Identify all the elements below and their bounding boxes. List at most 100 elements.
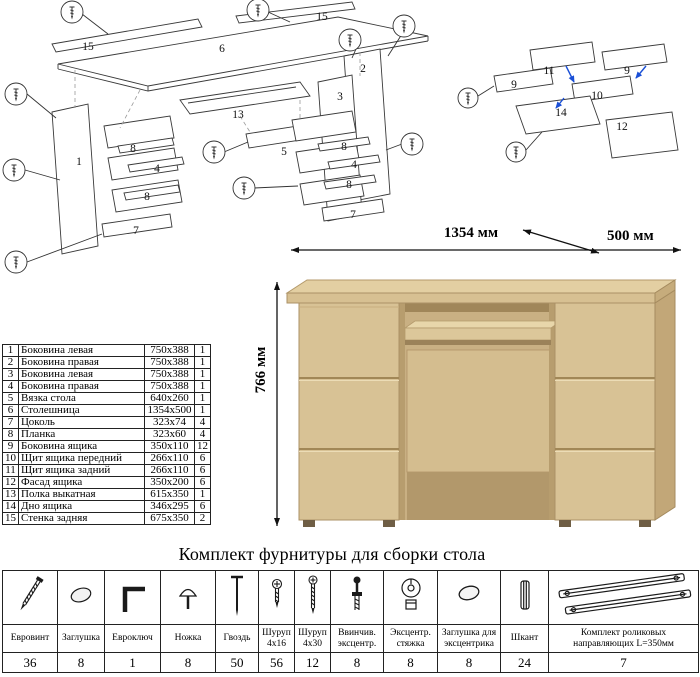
hardware-icon-cell [2,570,58,625]
part-number: 9 [2,440,19,453]
part-callout: 7 [350,209,356,221]
part-callout: 6 [219,43,225,55]
part-number: 14 [2,500,19,513]
part-name: Боковина ящика [18,440,145,453]
part-callout: 15 [316,11,328,23]
hardware-icon-cell [104,570,161,625]
part-number: 11 [2,464,19,477]
part-number: 10 [2,452,19,465]
hardware-qty: 50 [215,652,259,673]
parts-table-row: 7 Цоколь 323x74 4 [2,416,211,429]
hardware-name: Заглушка [57,624,105,653]
hardware-icon-cell [258,570,295,625]
assembly-diagram-main: 15 6 15 1 8 4 8 7 13 5 2 3 8 4 8 7 [2,0,429,274]
keyboard-tray [403,320,563,345]
parts-table-row: 8 Планка 323x60 4 [2,428,211,441]
part-callout: 10 [591,90,603,102]
cam-cap-icon [458,585,480,601]
part-number: 13 [2,488,19,501]
cam-stud-icon [352,576,362,610]
part-qty: 1 [194,356,211,369]
hardware-qty: 7 [548,652,699,673]
exploded-drawer-line-art [493,41,679,159]
part-qty: 1 [194,392,211,405]
part-number: 15 [2,512,19,525]
part-number: 7 [2,416,19,429]
hardware-detail-callouts [2,0,424,274]
part-callout: 8 [346,179,352,191]
part-qty: 1 [194,404,211,417]
screw-4x16-icon [271,578,282,608]
part-size: 750x388 [144,368,195,381]
part-size: 350x200 [144,476,195,489]
foot-icon [178,588,198,609]
part-name: Стенка задняя [18,512,145,525]
part-size: 350x110 [144,440,195,453]
part-callout: 2 [360,63,366,75]
confirmat-screw-icon [20,576,44,611]
parts-table-row: 6 Столешница 1354x500 1 [2,404,211,417]
part-qty: 4 [194,428,211,441]
main-diagram-part-numbers: 15 6 15 1 8 4 8 7 13 5 2 3 8 4 8 7 [76,11,366,237]
dimension-arrows [274,229,681,526]
part-name: Боковина левая [18,344,145,357]
part-name: Щит ящика передний [18,452,145,465]
parts-table-row: 4 Боковина правая 750x388 1 [2,380,211,393]
part-qty: 1 [194,488,211,501]
part-size: 640x260 [144,392,195,405]
part-name: Боковина правая [18,380,145,393]
part-name: Боковина правая [18,356,145,369]
hardware-qty: 8 [437,652,501,673]
dimension-labels: 1354 мм 500 мм 766 мм [255,225,654,393]
part-name: Фасад ящика [18,476,145,489]
part-qty: 1 [194,344,211,357]
part-callout: 9 [511,79,517,91]
hardware-icon-cell [215,570,259,625]
part-callout: 8 [130,143,136,155]
part-qty: 12 [194,440,211,453]
hardware-name: Эксцентр. стяжка [383,624,438,653]
hardware-icon-cell [330,570,384,625]
hardware-icon-cell [437,570,501,625]
part-size: 615x350 [144,488,195,501]
hardware-icon-cell [57,570,105,625]
hardware-name: Ввинчив. эксцентр. [330,624,384,653]
depth-dimension-label: 500 мм [607,228,654,244]
part-size: 750x388 [144,380,195,393]
parts-table-row: 14 Дно ящика 346x295 6 [2,500,211,513]
hardware-qty: 8 [160,652,216,673]
part-callout: 13 [232,109,244,121]
drawer-hardware-callouts [457,85,543,163]
part-callout: 8 [144,191,150,203]
hardware-qty: 36 [2,652,58,673]
parts-table: 1 Боковина левая 750x388 1 2 Боковина пр… [2,344,211,525]
exploded-desk-line-art [51,1,429,255]
parts-table-row: 12 Фасад ящика 350x200 6 [2,476,211,489]
hardware-name: Евровинт [2,624,58,653]
part-name: Цоколь [18,416,145,429]
parts-table-row: 2 Боковина правая 750x388 1 [2,356,211,369]
part-size: 750x388 [144,356,195,369]
width-dimension-label: 1354 мм [444,225,498,241]
part-number: 1 [2,344,19,357]
parts-table-row: 9 Боковина ящика 350x110 12 [2,440,211,453]
part-callout: 15 [82,41,94,53]
assembly-guide-lines [74,52,361,133]
wood-dowel-icon [519,580,530,610]
parts-table-row: 11 Щит ящика задний 266x110 6 [2,464,211,477]
hardware-name: Шкант [500,624,549,653]
nail-icon [231,575,243,616]
hardware-icon-cell [160,570,216,625]
part-number: 8 [2,428,19,441]
part-qty: 6 [194,500,211,513]
part-name: Вязка стола [18,392,145,405]
part-size: 750x388 [144,344,195,357]
part-size: 323x74 [144,416,195,429]
hardware-qty: 56 [258,652,295,673]
part-callout: 5 [281,146,287,158]
part-size: 1354x500 [144,404,195,417]
parts-table-row: 5 Вязка стола 640x260 1 [2,392,211,405]
part-name: Боковина левая [18,368,145,381]
part-size: 266x110 [144,464,195,477]
